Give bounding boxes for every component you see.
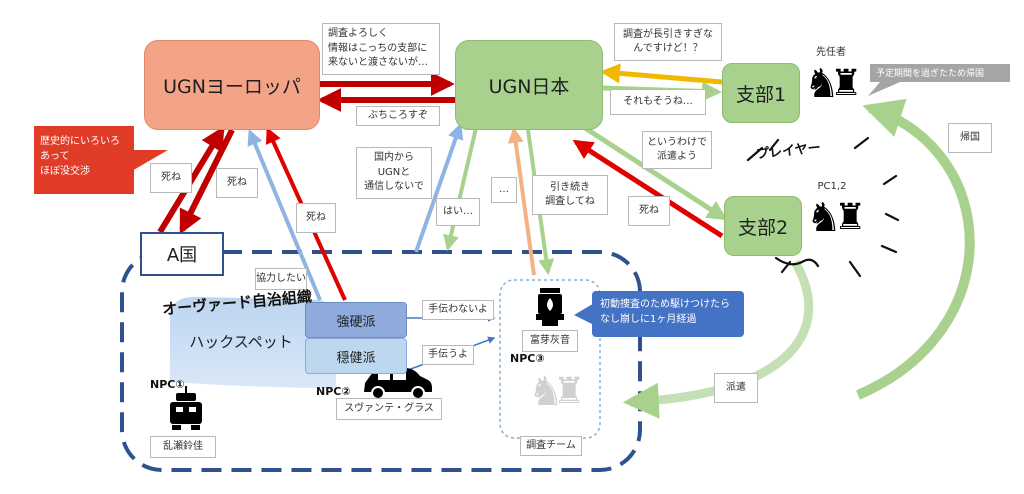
label-shine-a-europe: 死ね [150, 163, 192, 193]
label-return-home: 帰国 [948, 123, 992, 153]
label-cooperate: 協力したい [255, 268, 307, 290]
history-callout-pointer [130, 150, 168, 172]
npc3-tag: NPC③ [510, 352, 545, 365]
rook-icon: ♜ [830, 63, 863, 104]
label-dispatch: 派遣 [714, 373, 758, 403]
knight-icon: ♞ [806, 195, 842, 241]
label-predecessor: 先任者 [816, 46, 846, 58]
robot-icon [170, 386, 202, 430]
label-survey-too-long: 調査が長引きすぎな んですけど！？ [614, 23, 722, 61]
label-shine-branch2: 死ね [628, 196, 670, 226]
arrow-japan-to-a [443, 127, 478, 252]
ugn-europe-node: UGNヨーロッパ [144, 40, 320, 130]
label-domestic: 国内から UGNと 通信しないで [356, 147, 432, 199]
arrow-branch1-to-japan [600, 63, 723, 85]
label-continue-survey: 引き続き 調査してね [532, 175, 608, 215]
label-shine-hardliners: 死ね [296, 203, 336, 233]
hardliners-node: 強硬派 [305, 302, 407, 338]
label-buchikoro: ぶちころすぞ [356, 106, 440, 126]
branch1-node: 支部1 [722, 63, 800, 123]
arrow-return-home [856, 98, 975, 400]
knight-icon: ♞ [528, 369, 564, 415]
arrow-a-to-japan [414, 122, 464, 253]
car-icon [364, 368, 432, 400]
label-shine-europe-a: 死ね [216, 168, 258, 198]
rook-icon: ♜ [553, 371, 586, 412]
rook-icon: ♜ [834, 197, 867, 238]
hackspet-label: ハックスペット [189, 332, 293, 351]
label-hai: はい… [436, 198, 480, 226]
label-players: PC1,2 [817, 180, 847, 192]
arrow-europe-to-a [179, 128, 235, 235]
early-return-banner [868, 64, 1010, 96]
country-a-region [120, 250, 642, 472]
arrow-hackspet-to-europe [247, 129, 322, 301]
moderates-node: 穏健派 [305, 338, 407, 374]
arrow-team-to-japan [507, 126, 536, 276]
label-dispatch-explain: というわけで 派遣よう [642, 131, 712, 169]
initial-response-callout-pointer [574, 302, 596, 326]
lantern-icon [536, 288, 564, 326]
label-ellipsis: … [491, 177, 517, 203]
player-burst [746, 136, 900, 278]
npc1-tag: NPC① [150, 378, 185, 391]
npc2-name: スヴァンテ・グラス [336, 398, 442, 420]
hackspet-blob [169, 296, 337, 388]
country-a-node: A国 [140, 232, 224, 276]
ugn-japan-node: UGN日本 [455, 40, 603, 130]
arrow-dispatch [622, 259, 814, 419]
early-return-banner-text: 予定期間を過ぎたため帰国 [876, 69, 985, 79]
label-wont-help: 手伝わないよ [422, 300, 494, 320]
branch2-node: 支部2 [724, 196, 802, 256]
label-will-help: 手伝うよ [422, 345, 474, 365]
npc1-name: 乱瀬鈴佳 [150, 436, 216, 458]
history-callout: 歴史的にいろいろ あって ほぼ没交渉 [34, 126, 134, 194]
arrow-japan-to-branch2 [580, 123, 728, 221]
research-team-region [499, 279, 601, 439]
initial-response-callout: 初動捜査のため駆けつけたら なし崩しに1ヶ月経過 [592, 291, 744, 337]
npc2-tag: NPC② [316, 385, 351, 398]
npc3-name: 富芽灰音 [522, 330, 578, 352]
label-sore-mo-sou: それもそうね… [610, 89, 706, 115]
arrow-branch2-to-japan [572, 139, 724, 239]
label-survey-request: 調査よろしく 情報はこっちの支部に 来ないと渡さないが… [322, 23, 440, 75]
knight-icon: ♞ [804, 61, 840, 107]
research-team-label: 調査チーム [520, 436, 582, 456]
